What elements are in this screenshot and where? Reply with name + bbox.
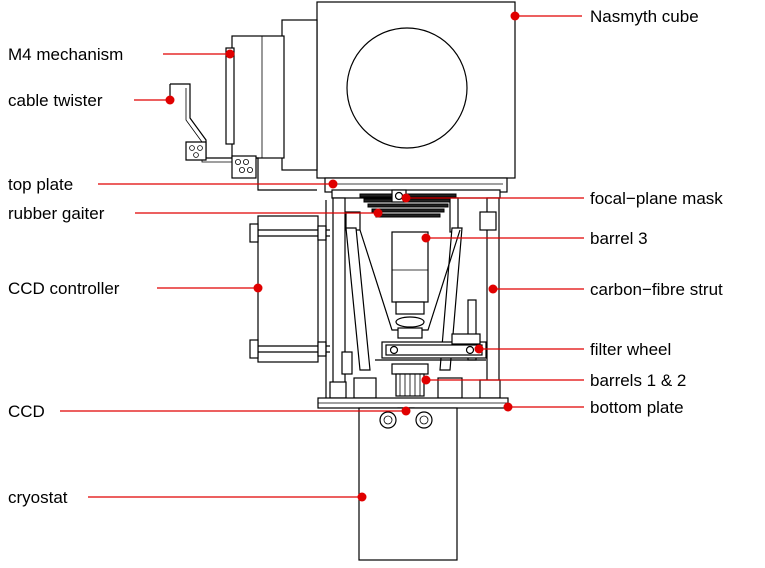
leader-dot-ccd (401, 406, 411, 416)
leader-dot-focal-plane-mask (401, 193, 411, 203)
label-ccd: CCD (8, 402, 45, 421)
bottom-plate-drawing (317, 397, 509, 409)
nasmyth-cube-drawing (316, 1, 516, 179)
label-barrel-3: barrel 3 (590, 229, 648, 248)
leader-dot-ccd-controller (253, 283, 263, 293)
label-cryostat: cryostat (8, 488, 68, 507)
label-m4-mechanism: M4 mechanism (8, 45, 123, 64)
label-carbon-fibre-strut: carbon−fibre strut (590, 280, 723, 299)
m4-mechanism-drawing (225, 19, 318, 171)
leader-dot-cryostat (357, 492, 367, 502)
leader-dot-top-plate (328, 179, 338, 189)
leader-dot-cable-twister (165, 95, 175, 105)
instrument-drawing (169, 1, 516, 561)
leader-dot-filter-wheel (474, 344, 484, 354)
cryostat-drawing (358, 407, 458, 561)
label-cable-twister: cable twister (8, 91, 103, 110)
label-bottom-plate: bottom plate (590, 398, 684, 417)
leader-dot-rubber-gaiter (373, 208, 383, 218)
barrel-3-drawing (359, 229, 461, 339)
label-ccd-controller: CCD controller (8, 279, 120, 298)
leader-dot-bottom-plate (503, 402, 513, 412)
cable-twister-drawing (169, 83, 317, 191)
leader-dot-m4-mechanism (225, 49, 235, 59)
filter-wheel-drawing (375, 333, 487, 361)
label-rubber-gaiter: rubber gaiter (8, 204, 105, 223)
leader-dot-carbon-fibre-strut (488, 284, 498, 294)
label-focal-plane-mask: focal−plane mask (590, 189, 723, 208)
label-nasmyth-cube: Nasmyth cube (590, 7, 699, 26)
label-filter-wheel: filter wheel (590, 340, 671, 359)
barrels-1-2-drawing (329, 363, 501, 399)
label-top-plate: top plate (8, 175, 73, 194)
callout-labels: Nasmyth cube M4 mechanism cable twister … (8, 7, 723, 507)
leader-dot-barrels-1-2 (421, 375, 431, 385)
carbon-fibre-struts-drawing (332, 197, 500, 399)
leader-dot-nasmyth-cube (510, 11, 520, 21)
ccd-controller-drawing (249, 200, 330, 400)
callout-leaders (60, 11, 584, 502)
leader-dot-barrel-3 (421, 233, 431, 243)
label-barrels-1-2: barrels 1 & 2 (590, 371, 686, 390)
